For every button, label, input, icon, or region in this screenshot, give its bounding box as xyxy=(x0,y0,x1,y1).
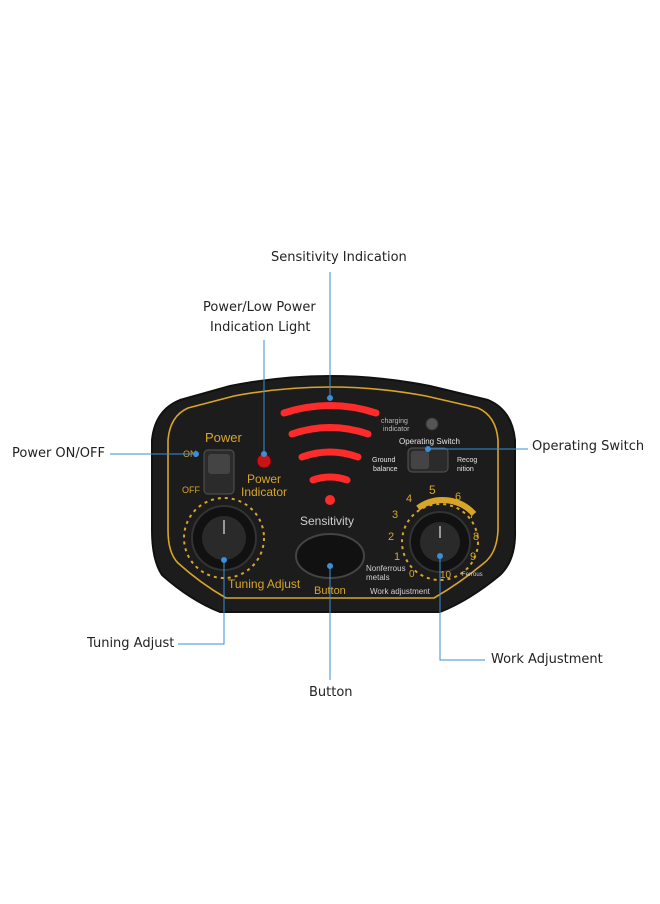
panel-border xyxy=(167,386,499,599)
panel-operating-switch-label: Operating Switch xyxy=(399,437,460,446)
panel-ground-1: Ground xyxy=(372,457,395,464)
callout-button: Button xyxy=(309,685,353,700)
leader-work-adjustment xyxy=(439,556,485,661)
dial-number: 7 xyxy=(469,509,475,521)
panel-work-adjustment-label: Work adjustment xyxy=(370,587,431,596)
led-arc-2 xyxy=(288,424,372,438)
leader-dot xyxy=(327,395,333,401)
callout-work-adjustment: Work Adjustment xyxy=(491,652,603,667)
panel-off-label: OFF xyxy=(182,485,200,495)
dial-number: 4 xyxy=(406,493,412,505)
dial-number: 5 xyxy=(429,483,436,497)
work-knob[interactable] xyxy=(401,496,479,581)
callout-tuning-adjust: Tuning Adjust xyxy=(87,636,175,651)
panel-recog-2: nition xyxy=(457,466,474,473)
led-arc-4 xyxy=(309,473,351,484)
leader-dot xyxy=(437,553,443,559)
charging-indicator-led xyxy=(425,417,439,431)
leader-dot xyxy=(221,557,227,563)
callout-power-low-line2: Indication Light xyxy=(210,320,311,335)
panel-recog-1: Recog xyxy=(457,457,477,464)
callout-power-on-off: Power ON/OFF xyxy=(12,446,105,461)
power-switch-knob[interactable] xyxy=(208,454,230,474)
operating-switch-knob[interactable] xyxy=(411,451,429,469)
callout-power-low-line1: Power/Low Power xyxy=(203,300,316,315)
sensitivity-leds xyxy=(280,402,380,505)
leader-dot xyxy=(425,446,431,452)
panel-tuning-adjust-label: Tuning Adjust xyxy=(228,577,301,591)
panel-power-indicator-2: Indicator xyxy=(241,485,287,499)
led-dot xyxy=(325,495,335,505)
callout-operating-switch: Operating Switch xyxy=(532,439,645,454)
dial-number: 3 xyxy=(392,509,398,521)
dial-number: 2 xyxy=(388,531,394,543)
leader-dot xyxy=(327,563,333,569)
leader-dot xyxy=(193,451,199,457)
dial-number: 1 xyxy=(394,551,400,563)
panel-power-label: Power xyxy=(205,430,243,445)
dial-number: 10 xyxy=(440,570,452,581)
panel-charging-2: indicator xyxy=(383,426,410,433)
dial-number: 0 xyxy=(409,569,415,580)
leader-dot xyxy=(261,451,267,457)
callout-sensitivity-indication: Sensitivity Indication xyxy=(271,250,407,265)
panel-nonferrous-1: Nonferrous xyxy=(366,564,406,573)
leader-tuning-adjust xyxy=(178,560,225,645)
panel-ferrous-label: Ferrous xyxy=(462,572,483,578)
dial-number: 8 xyxy=(473,531,479,543)
led-arc-3 xyxy=(298,448,362,461)
panel-sensitivity-label: Sensitivity xyxy=(300,514,354,528)
panel-nonferrous-2: metals xyxy=(366,573,390,582)
dial-number: 9 xyxy=(470,551,476,563)
panel-power-indicator-1: Power xyxy=(247,472,281,486)
tuning-knob[interactable] xyxy=(183,497,265,579)
panel-ground-2: balance xyxy=(373,466,398,473)
dial-number: 6 xyxy=(455,491,461,503)
panel-charging-1: charging xyxy=(381,418,408,425)
led-arc-1 xyxy=(280,402,380,417)
